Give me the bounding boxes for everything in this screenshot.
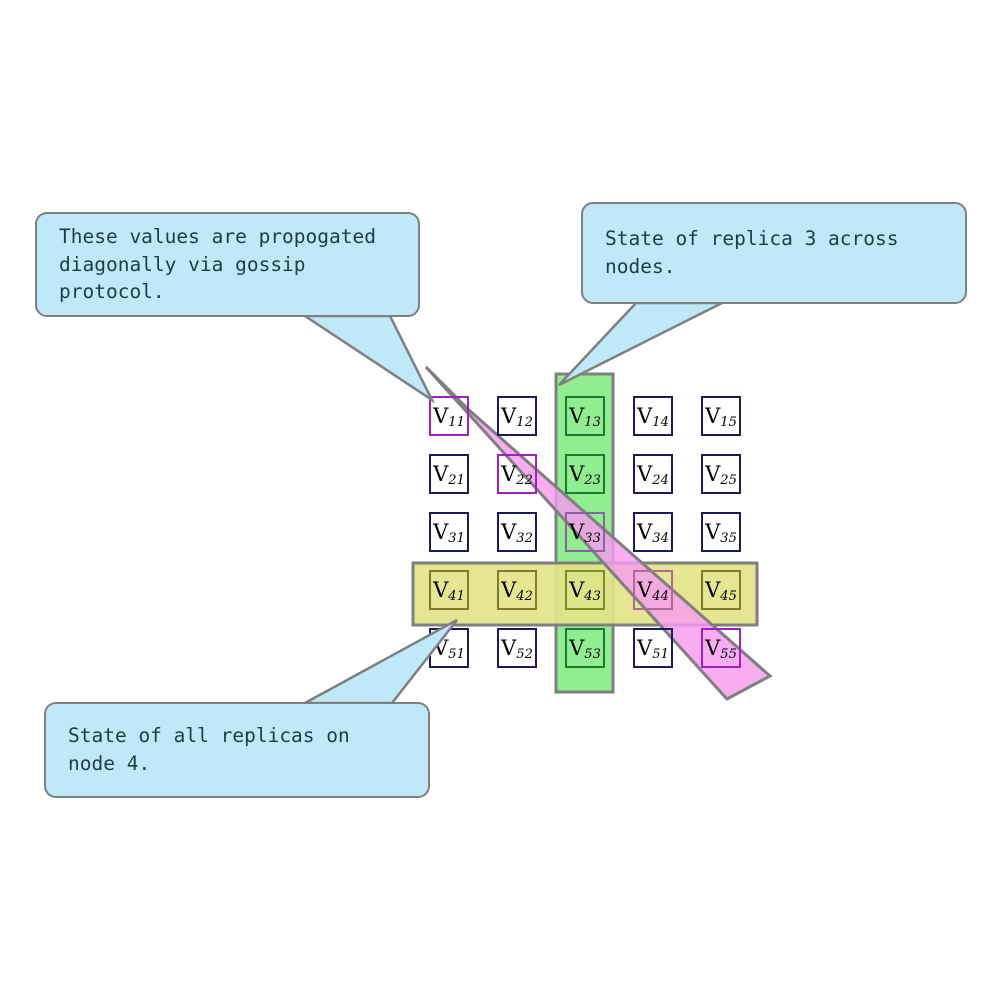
value-cell-13-highlighted: V13 — [565, 396, 605, 436]
value-cell-subscript: 41 — [448, 588, 465, 604]
value-cell-23-highlighted: V23 — [565, 454, 605, 494]
value-cell-label: V51 — [637, 635, 669, 662]
value-cell-label: V24 — [637, 461, 669, 488]
value-cell-14: V14 — [633, 396, 673, 436]
value-cell-11-highlighted: V11 — [429, 396, 469, 436]
value-cell-label: V32 — [501, 519, 533, 546]
value-cell-subscript: 33 — [584, 530, 601, 546]
value-cell-subscript: 55 — [720, 646, 737, 662]
callout-node4: State of all replicas on node 4. — [44, 702, 430, 798]
value-cell-33-highlighted: V33 — [565, 512, 605, 552]
value-cell-21: V21 — [429, 454, 469, 494]
value-cell-subscript: 25 — [720, 472, 737, 488]
value-cell-51: V51 — [633, 628, 673, 668]
value-cell-53-highlighted: V53 — [565, 628, 605, 668]
value-cell-45-highlighted: V45 — [701, 570, 741, 610]
value-cell-31: V31 — [429, 512, 469, 552]
value-cell-label: V13 — [569, 403, 601, 430]
value-cell-label: V41 — [433, 577, 465, 604]
value-cell-subscript: 12 — [516, 414, 533, 430]
value-cell-subscript: 14 — [652, 414, 669, 430]
value-cell-label: V14 — [637, 403, 669, 430]
value-cell-subscript: 11 — [448, 414, 465, 430]
value-cell-label: V44 — [637, 577, 669, 604]
value-cell-subscript: 53 — [584, 646, 601, 662]
value-cell-subscript: 21 — [448, 472, 465, 488]
value-cell-label: V21 — [433, 461, 465, 488]
value-cell-subscript: 32 — [516, 530, 533, 546]
value-cell-12: V12 — [497, 396, 537, 436]
value-cell-subscript: 42 — [516, 588, 533, 604]
value-cell-44-highlighted: V44 — [633, 570, 673, 610]
value-cell-subscript: 34 — [652, 530, 669, 546]
value-cell-label: V22 — [501, 461, 533, 488]
value-cell-subscript: 52 — [516, 646, 533, 662]
value-cell-42-highlighted: V42 — [497, 570, 537, 610]
value-cell-subscript: 13 — [584, 414, 601, 430]
value-cell-subscript: 44 — [652, 588, 669, 604]
value-cell-25: V25 — [701, 454, 741, 494]
value-cell-41-highlighted: V41 — [429, 570, 469, 610]
value-cell-label: V45 — [705, 577, 737, 604]
value-cell-22-highlighted: V22 — [497, 454, 537, 494]
value-cell-label: V15 — [705, 403, 737, 430]
value-cell-35: V35 — [701, 512, 741, 552]
value-cell-subscript: 35 — [720, 530, 737, 546]
value-cell-label: V43 — [569, 577, 601, 604]
value-cell-32: V32 — [497, 512, 537, 552]
value-cell-subscript: 51 — [652, 646, 669, 662]
callout-node4-text: State of all replicas on node 4. — [68, 724, 350, 775]
callout-replica3-text: State of replica 3 across nodes. — [605, 227, 899, 278]
callout-gossip-text: These values are propogated diagonally v… — [59, 224, 376, 304]
value-cell-34: V34 — [633, 512, 673, 552]
value-cell-55-highlighted: V55 — [701, 628, 741, 668]
value-cell-subscript: 45 — [720, 588, 737, 604]
value-cell-label: V53 — [569, 635, 601, 662]
callout-gossip: These values are propogated diagonally v… — [35, 212, 420, 317]
value-cell-subscript: 24 — [652, 472, 669, 488]
value-cell-label: V52 — [501, 635, 533, 662]
value-cell-label: V23 — [569, 461, 601, 488]
value-cell-subscript: 15 — [720, 414, 737, 430]
value-cell-subscript: 22 — [516, 472, 533, 488]
value-cell-subscript: 31 — [448, 530, 465, 546]
value-cell-label: V12 — [501, 403, 533, 430]
value-cell-43-highlighted: V43 — [565, 570, 605, 610]
value-cell-subscript: 51 — [448, 646, 465, 662]
value-cell-subscript: 43 — [584, 588, 601, 604]
value-cell-label: V55 — [705, 635, 737, 662]
value-cell-label: V34 — [637, 519, 669, 546]
value-cell-15: V15 — [701, 396, 741, 436]
value-cell-label: V11 — [433, 403, 465, 430]
callout-replica3: State of replica 3 across nodes. — [581, 202, 967, 304]
value-cell-24: V24 — [633, 454, 673, 494]
value-cell-label: V25 — [705, 461, 737, 488]
value-cell-label: V31 — [433, 519, 465, 546]
value-cell-label: V35 — [705, 519, 737, 546]
gossip-diagonal-band — [424, 365, 773, 701]
value-cell-label: V33 — [569, 519, 601, 546]
value-cell-52: V52 — [497, 628, 537, 668]
value-cell-label: V42 — [501, 577, 533, 604]
value-cell-subscript: 23 — [584, 472, 601, 488]
